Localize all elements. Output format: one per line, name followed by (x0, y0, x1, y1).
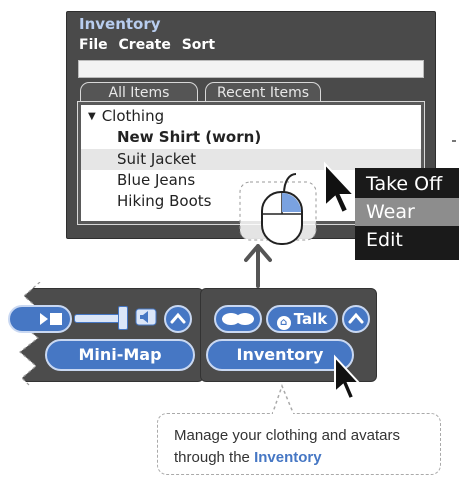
folder-label: Clothing (101, 107, 165, 125)
menu-create[interactable]: Create (118, 37, 171, 53)
play-stop-icon (40, 313, 62, 325)
list-item-blue-jeans[interactable]: Blue Jeans (117, 171, 196, 189)
selected-row-highlight (81, 149, 421, 170)
arrow-up-icon (244, 244, 272, 288)
decor-tick (452, 140, 456, 142)
talk-button[interactable]: ⌂Talk (266, 305, 338, 333)
list-item-hiking-boots[interactable]: Hiking Boots (117, 192, 212, 210)
tab-recent-items[interactable]: Recent Items (205, 82, 321, 103)
list-item-new-shirt[interactable]: New Shirt (worn) (117, 128, 262, 146)
menu-bar: File Create Sort (79, 37, 221, 53)
menu-item-wear[interactable]: Wear (355, 198, 459, 226)
lock-icon: ⌂ (276, 316, 291, 330)
window-title: Inventory (79, 15, 161, 33)
tab-all-items[interactable]: All Items (80, 82, 198, 103)
chat-bubbles-icon (222, 313, 254, 325)
menu-item-take-off[interactable]: Take Off (366, 173, 443, 195)
menu-sort[interactable]: Sort (181, 37, 216, 53)
chevron-up-icon (170, 312, 186, 324)
expand-media-button[interactable] (164, 305, 192, 333)
menu-file[interactable]: File (79, 37, 108, 53)
menu-item-edit[interactable]: Edit (366, 229, 403, 251)
callout-text: Manage your clothing and avatars through… (174, 427, 400, 466)
chat-button[interactable] (214, 305, 262, 333)
cursor-arrow-icon (324, 161, 357, 215)
cursor-arrow-icon (334, 354, 362, 401)
inventory-button[interactable]: Inventory (206, 339, 354, 371)
volume-slider-track[interactable] (74, 314, 124, 323)
callout-tooltip: Manage your clothing and avatars through… (157, 413, 441, 475)
folder-clothing[interactable]: ▼ Clothing (88, 107, 164, 125)
callout-pointer (271, 384, 295, 416)
talk-label: Talk (293, 310, 328, 328)
torn-edge-decoration (0, 282, 41, 386)
list-item-suit-jacket[interactable]: Suit Jacket (117, 150, 196, 168)
volume-slider-handle[interactable] (118, 306, 128, 330)
search-input[interactable] (78, 60, 424, 78)
chevron-up-icon (348, 312, 364, 324)
expand-chat-button[interactable] (342, 305, 370, 333)
media-play-stop-button[interactable] (8, 305, 72, 333)
speaker-icon[interactable] (134, 306, 160, 328)
callout-highlight: Inventory (254, 449, 322, 466)
pointer-joint (273, 412, 293, 416)
minimap-button[interactable]: Mini-Map (45, 339, 195, 371)
mouse-click-icon (239, 173, 317, 245)
context-menu: Take Off Wear Edit (355, 168, 459, 260)
triangle-down-icon[interactable]: ▼ (88, 111, 96, 122)
